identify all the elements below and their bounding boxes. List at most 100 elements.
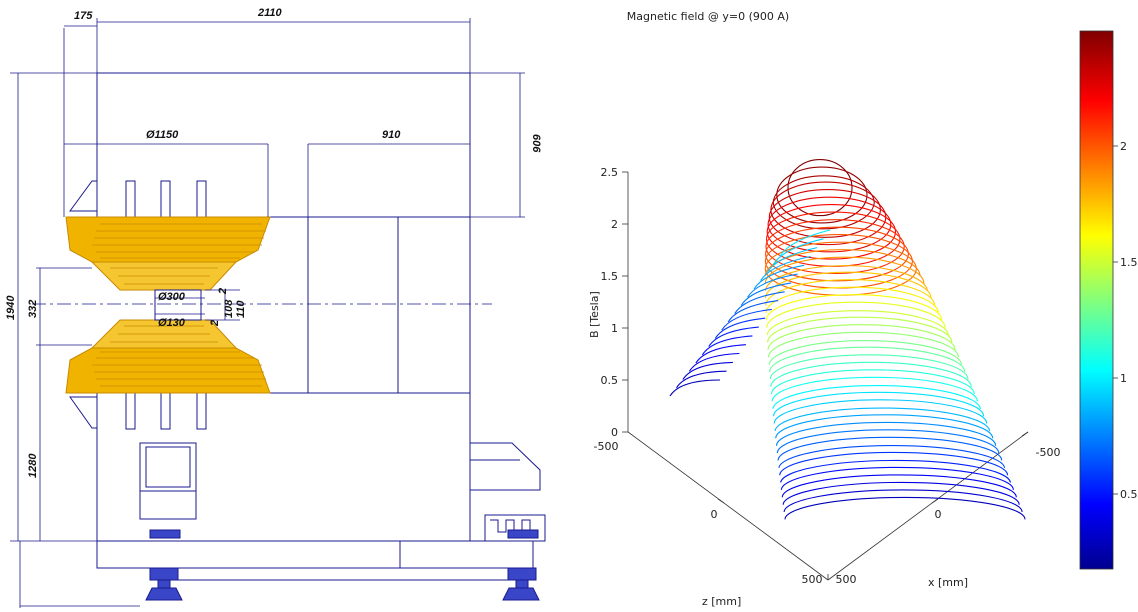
- contour-ring: [778, 445, 1006, 468]
- contour-ring: [766, 310, 949, 336]
- contour-ring: [772, 391, 985, 417]
- contour-wing: [727, 300, 779, 323]
- colorbar-tick-1: 1: [1120, 372, 1127, 385]
- z-tick-1: 0.5: [601, 374, 619, 387]
- contour-ring: [764, 256, 925, 284]
- x-axis-label: x [mm]: [928, 576, 968, 589]
- z-tick-4: 2: [611, 218, 618, 231]
- zaxis-tick-neg500: -500: [594, 440, 619, 453]
- contour-ring: [767, 331, 959, 358]
- contour-ring: [769, 354, 969, 380]
- dim-right-h: 606: [530, 134, 542, 153]
- z-tick-0: 0: [611, 426, 618, 439]
- dim-bore-a: Ø300: [158, 291, 186, 303]
- contour-ring: [772, 175, 875, 230]
- plot-axes: [622, 171, 1029, 581]
- colorbar: [1079, 30, 1114, 570]
- contour-ring: [779, 451, 1009, 476]
- xaxis-tick-neg500: -500: [1036, 446, 1061, 459]
- base-plate: [96, 540, 534, 569]
- contour-wing: [676, 370, 727, 389]
- xaxis-tick-0: 0: [935, 508, 942, 521]
- yoke-top: [96, 72, 471, 218]
- contour-ring: [766, 301, 946, 328]
- dim-gap-2a: 2: [217, 288, 229, 295]
- contour-wing: [669, 379, 721, 397]
- contour-wing: [753, 264, 805, 290]
- foot-right: [502, 567, 540, 601]
- zaxis-tick-0: 0: [711, 508, 718, 521]
- contour-ring: [767, 324, 956, 350]
- y-axis-label: z [mm]: [702, 595, 741, 608]
- xaxis-tick-500: 500: [836, 573, 857, 586]
- contour-wing: [766, 247, 818, 273]
- contour-ring: [774, 407, 991, 431]
- contour-ring: [780, 466, 1014, 490]
- contour-wing: [701, 335, 753, 356]
- contour-ring: [775, 414, 994, 439]
- dim-gap-2b: 2: [209, 320, 221, 327]
- field-contours: [669, 159, 1026, 520]
- yoke-return-column: [307, 216, 471, 394]
- contour-ring: [764, 241, 917, 296]
- contour-wing: [740, 282, 792, 306]
- contour-ring: [765, 219, 905, 275]
- zaxis-tick-500: 500: [802, 573, 823, 586]
- contour-wing: [779, 229, 831, 257]
- z-tick-5: 2.5: [601, 166, 619, 179]
- dim-gap-w: 910: [382, 129, 401, 141]
- contour-ring: [775, 421, 997, 446]
- z-tick-2: 1: [611, 322, 618, 335]
- contour-wing: [721, 308, 772, 331]
- dim-pole-dia: Ø1150: [146, 129, 179, 141]
- colorbar-tick-1.5: 1.5: [1120, 256, 1138, 269]
- z-axis-label: B [Tesla]: [588, 291, 601, 338]
- colorbar-tick-2: 2: [1120, 140, 1127, 153]
- contour-ring: [782, 481, 1020, 505]
- contour-ring: [787, 159, 853, 217]
- contour-wing: [708, 326, 759, 347]
- contour-wing: [734, 291, 785, 314]
- contour-wing: [695, 344, 746, 364]
- contour-ring: [771, 376, 978, 402]
- dim-gap-108: 108: [223, 299, 235, 318]
- contour-ring: [776, 429, 1000, 454]
- contour-ring: [783, 489, 1023, 513]
- dim-top-b: 2110: [257, 7, 283, 19]
- contour-ring: [764, 234, 913, 289]
- contour-ring: [777, 436, 1003, 461]
- contour-ring: [776, 166, 868, 224]
- dim-gap-110: 110: [235, 300, 247, 318]
- dimension-lines: [10, 18, 525, 608]
- dim-total-h: 1940: [5, 295, 17, 320]
- contour-wing: [760, 255, 811, 282]
- contour-ring: [764, 249, 921, 277]
- contour-ring: [765, 286, 939, 313]
- dim-base-h: 1280: [27, 453, 39, 478]
- contour-wing: [773, 238, 824, 265]
- contour-ring: [780, 459, 1012, 483]
- contour-ring: [770, 369, 975, 395]
- colorbar-tick-0.5: 0.5: [1120, 488, 1138, 501]
- plot-title: Magnetic field @ y=0 (900 A): [627, 10, 789, 23]
- dimension-labels: 175 2110 Ø1150 910 606 1940 332 1280 Ø30…: [5, 7, 542, 478]
- contour-ring: [781, 474, 1017, 498]
- contour-ring: [772, 384, 982, 409]
- contour-wing: [688, 352, 740, 372]
- field-plot: Magnetic field @ y=0 (900 A) 0 0.5 1 1.5…: [588, 10, 1138, 608]
- contour-wing: [714, 317, 766, 339]
- contour-ring: [773, 399, 988, 424]
- support-frame: [139, 442, 197, 492]
- dim-bore-b: Ø130: [158, 317, 186, 329]
- contour-wing: [747, 273, 798, 298]
- foot-left: [145, 567, 183, 601]
- contour-ring: [769, 346, 966, 372]
- dim-top-a: 175: [74, 10, 93, 22]
- contour-wing: [682, 361, 733, 380]
- contour-ring: [768, 340, 963, 365]
- coil-lower: [65, 319, 271, 394]
- coil-upper: [65, 216, 271, 291]
- dim-gap-h: 332: [27, 300, 39, 318]
- contour-ring: [770, 361, 972, 387]
